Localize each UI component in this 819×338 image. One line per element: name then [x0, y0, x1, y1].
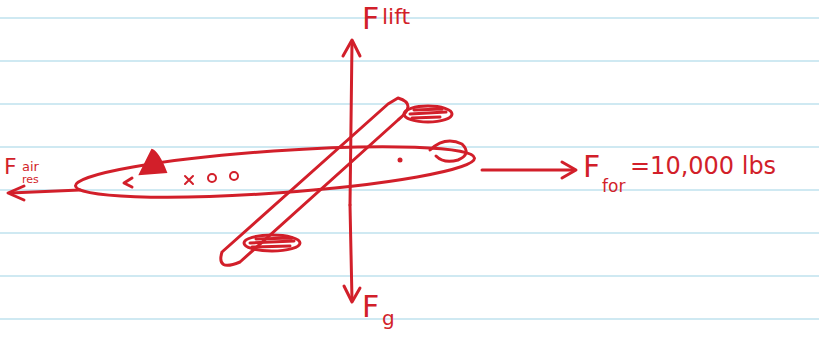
force-subscript: for: [602, 178, 625, 195]
forward-arrow: [482, 169, 574, 172]
window-mark: [185, 176, 193, 184]
lift-arrow: [350, 42, 352, 205]
tail-fin: [140, 150, 166, 174]
force-subscript: res: [22, 174, 39, 185]
nose-loop: [430, 141, 466, 161]
force-symbol: F: [362, 4, 379, 34]
engine: [404, 106, 452, 122]
force-subscript: g: [382, 308, 395, 328]
engine-hatch: [410, 109, 446, 118]
engine-hatch: [250, 238, 294, 247]
force-symbol: F: [4, 156, 17, 178]
center-dot: [398, 158, 403, 163]
arrowhead: [8, 186, 24, 200]
window: [208, 174, 216, 182]
gravity-arrow: [350, 205, 352, 300]
arrowhead: [344, 286, 360, 302]
arrowhead: [343, 40, 360, 56]
force-subscript: air: [22, 160, 39, 173]
force-symbol: F: [362, 292, 379, 322]
air-resistance-arrow: [10, 190, 80, 193]
window-mark: [124, 178, 132, 187]
notebook-lines: [0, 18, 819, 319]
window: [230, 172, 238, 180]
engine: [244, 235, 300, 251]
arrowhead: [562, 162, 576, 178]
force-subscript: lift: [382, 6, 410, 28]
force-value: =10,000 lbs: [630, 154, 776, 178]
fuselage: [74, 137, 476, 207]
force-symbol: F: [583, 152, 600, 182]
